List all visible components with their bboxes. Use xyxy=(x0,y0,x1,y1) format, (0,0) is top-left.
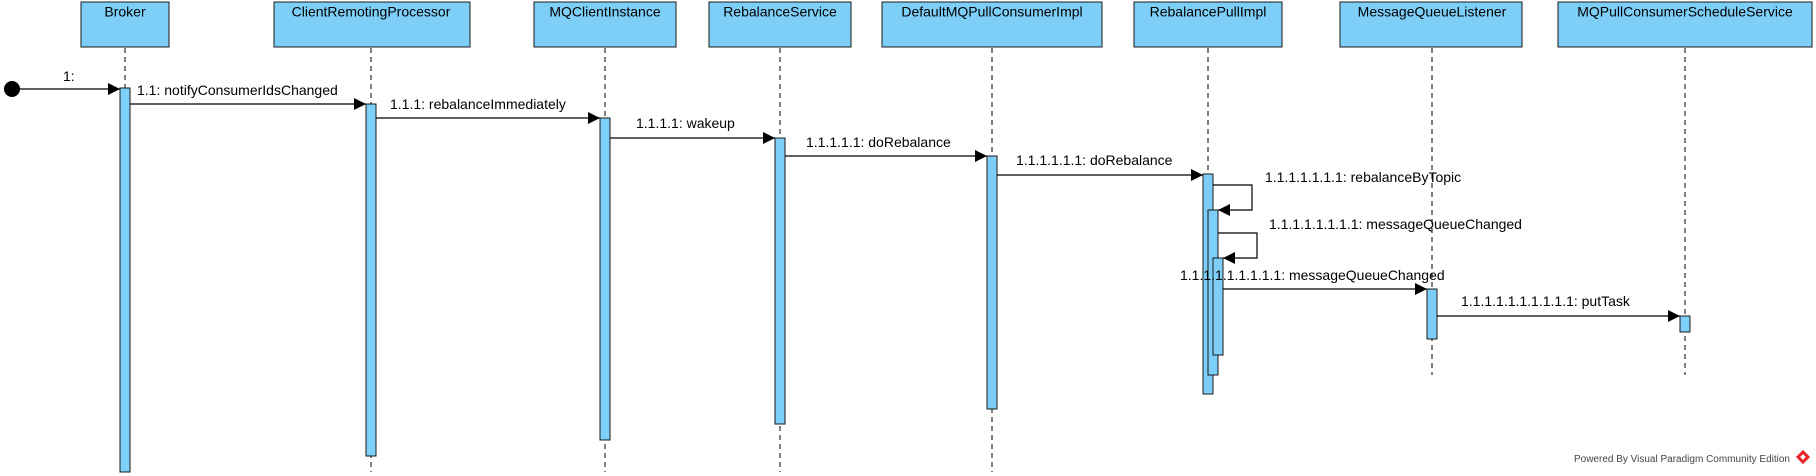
activation-client-remoting-processor xyxy=(365,103,377,457)
message-label: 1.1.1.1.1.1.1.1.1: messageQueueChanged xyxy=(1180,267,1445,283)
message-do-rebalance-1[interactable]: 1.1.1.1.1: doRebalance xyxy=(785,134,987,162)
lifeline-broker[interactable]: Broker xyxy=(80,1,170,472)
lifeline-title-message-queue-listener: MessageQueueListener xyxy=(1358,4,1507,20)
message-self-arrow xyxy=(1213,184,1253,216)
found-message-dot xyxy=(4,81,20,97)
lifeline-title-mq-client-instance: MQClientInstance xyxy=(549,4,660,20)
message-label: 1.1: notifyConsumerIdsChanged xyxy=(137,82,338,98)
visual-paradigm-logo-icon xyxy=(1795,449,1811,465)
lifeline-title-default-mq-pull-consumer-impl: DefaultMQPullConsumerImpl xyxy=(901,4,1082,20)
activation-mq-pull-consumer-schedule-service xyxy=(1679,315,1691,333)
message-self-arrow xyxy=(1218,232,1258,264)
footer: Powered By Visual Paradigm Community Edi… xyxy=(1574,449,1811,465)
message-do-rebalance-2[interactable]: 1.1.1.1.1.1: doRebalance xyxy=(997,152,1203,181)
lifeline-title-rebalance-pull-impl: RebalancePullImpl xyxy=(1150,4,1267,20)
message-label: 1.1.1.1.1.1: doRebalance xyxy=(1016,152,1173,168)
lifeline-title-mq-pull-consumer-schedule-service: MQPullConsumerScheduleService xyxy=(1577,4,1793,20)
message-rebalance-immediately[interactable]: 1.1.1: rebalanceImmediately xyxy=(376,96,600,124)
message-label: 1.1.1.1.1.1.1: rebalanceByTopic xyxy=(1265,169,1461,185)
message-message-queue-changed-self[interactable]: 1.1.1.1.1.1.1.1: messageQueueChanged xyxy=(1218,216,1522,264)
activation-broker xyxy=(119,87,131,473)
message-put-task[interactable]: 1.1.1.1.1.1.1.1.1.1: putTask xyxy=(1437,293,1680,322)
message-notify-consumer-ids-changed[interactable]: 1.1: notifyConsumerIdsChanged xyxy=(130,82,366,110)
message-label: 1.1.1.1.1.1.1.1: messageQueueChanged xyxy=(1269,216,1522,232)
lifeline-title-rebalance-service: RebalanceService xyxy=(723,4,837,20)
lifeline-mq-pull-consumer-schedule-service[interactable]: MQPullConsumerScheduleService xyxy=(1557,1,1813,375)
message-label: 1.1.1.1: wakeup xyxy=(636,115,735,131)
lifeline-default-mq-pull-consumer-impl[interactable]: DefaultMQPullConsumerImpl xyxy=(881,1,1103,472)
activation-message-queue-listener xyxy=(1426,288,1438,340)
activation-default-mq-pull-consumer-impl xyxy=(986,155,998,410)
lifeline-title-client-remoting-processor: ClientRemotingProcessor xyxy=(292,4,451,20)
lifeline-rebalance-pull-impl[interactable]: RebalancePullImpl xyxy=(1133,1,1283,380)
lifeline-title-broker: Broker xyxy=(104,4,146,20)
lifeline-client-remoting-processor[interactable]: ClientRemotingProcessor xyxy=(273,1,471,472)
message-label: 1.1.1.1.1: doRebalance xyxy=(806,134,951,150)
activation-mq-client-instance xyxy=(599,117,611,441)
message-message-queue-changed[interactable]: 1.1.1.1.1.1.1.1.1: messageQueueChanged xyxy=(1180,267,1445,295)
message-label: 1: xyxy=(63,68,75,84)
message-label: 1.1.1.1.1.1.1.1.1.1: putTask xyxy=(1461,293,1631,309)
message-label: 1.1.1: rebalanceImmediately xyxy=(390,96,566,112)
message-rebalance-by-topic[interactable]: 1.1.1.1.1.1.1: rebalanceByTopic xyxy=(1213,169,1461,216)
message-found[interactable]: 1: xyxy=(4,68,120,97)
message-wakeup[interactable]: 1.1.1.1: wakeup xyxy=(610,115,775,144)
footer-text: Powered By Visual Paradigm Community Edi… xyxy=(1574,454,1790,465)
activation-rebalance-pull-impl-nested-2 xyxy=(1212,257,1224,356)
activation-rebalance-service xyxy=(774,137,786,425)
